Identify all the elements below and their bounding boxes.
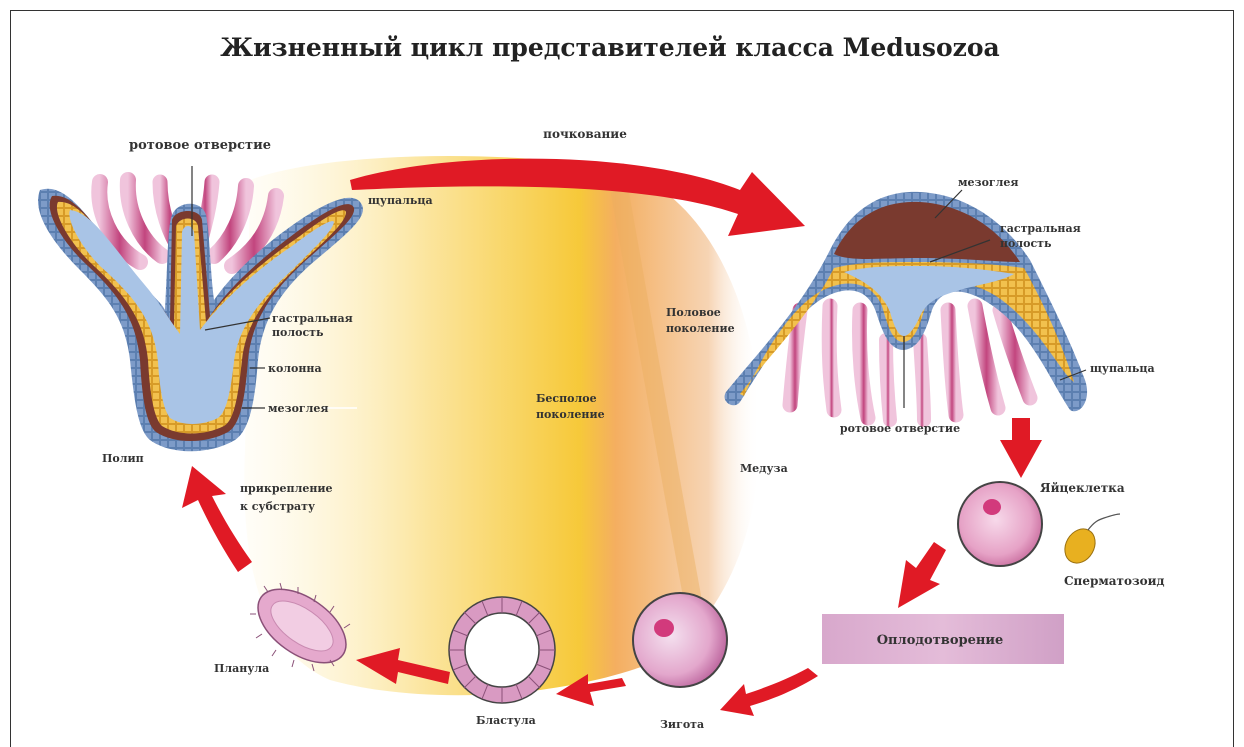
sperm-cell xyxy=(1059,514,1120,569)
asexual-generation-label-1: Бесполое xyxy=(536,392,597,405)
budding-label: почкование xyxy=(543,127,627,141)
blastula xyxy=(449,597,555,703)
egg-to-fertilization-arrow xyxy=(898,542,946,608)
medusa-label: Медуза xyxy=(740,462,788,475)
sexual-generation-label-1: Половое xyxy=(666,306,721,319)
polyp-cavity-label-2: полость xyxy=(272,326,324,339)
planula-label: Планула xyxy=(214,662,269,675)
polyp-tentacles-label: щупальца xyxy=(368,194,433,207)
polyp-column-label: колонна xyxy=(268,362,322,375)
asexual-generation-label-2: поколение xyxy=(536,408,605,421)
sperm-label: Сперматозоид xyxy=(1064,574,1165,588)
polyp-mouth-label: ротовое отверстие xyxy=(129,138,271,153)
polyp-cavity-label-1: гастральная xyxy=(272,312,353,325)
zygote-label: Зигота xyxy=(660,718,704,731)
diagram-title: Жизненный цикл представителей класса Med… xyxy=(220,33,999,62)
medusa-cavity-label-1: гастральная xyxy=(1000,222,1081,235)
fertilization-label: Оплодотворение xyxy=(877,633,1004,648)
zygote-cell xyxy=(633,593,727,687)
sexual-generation-label-2: поколение xyxy=(666,322,735,335)
medusa-tentacles-label: щупальца xyxy=(1090,362,1155,375)
blastula-label: Бластула xyxy=(476,714,536,727)
polyp-label: Полип xyxy=(102,452,144,465)
polyp-mesoglea-label: мезоглея xyxy=(268,402,329,415)
attachment-label-1: прикрепление xyxy=(240,482,333,495)
attachment-label-2: к субстрату xyxy=(240,500,315,513)
medusa-to-egg-arrow xyxy=(1000,418,1042,478)
medusa-mouth-label: ротовое отверстие xyxy=(840,422,960,435)
fertilization-to-zygote-arrow xyxy=(720,668,818,716)
egg-cell xyxy=(958,482,1042,566)
egg-label: Яйцеклетка xyxy=(1040,481,1125,495)
medusa-mesoglea-label: мезоглея xyxy=(958,176,1019,189)
medusa-cavity-label-2: полость xyxy=(1000,237,1052,250)
